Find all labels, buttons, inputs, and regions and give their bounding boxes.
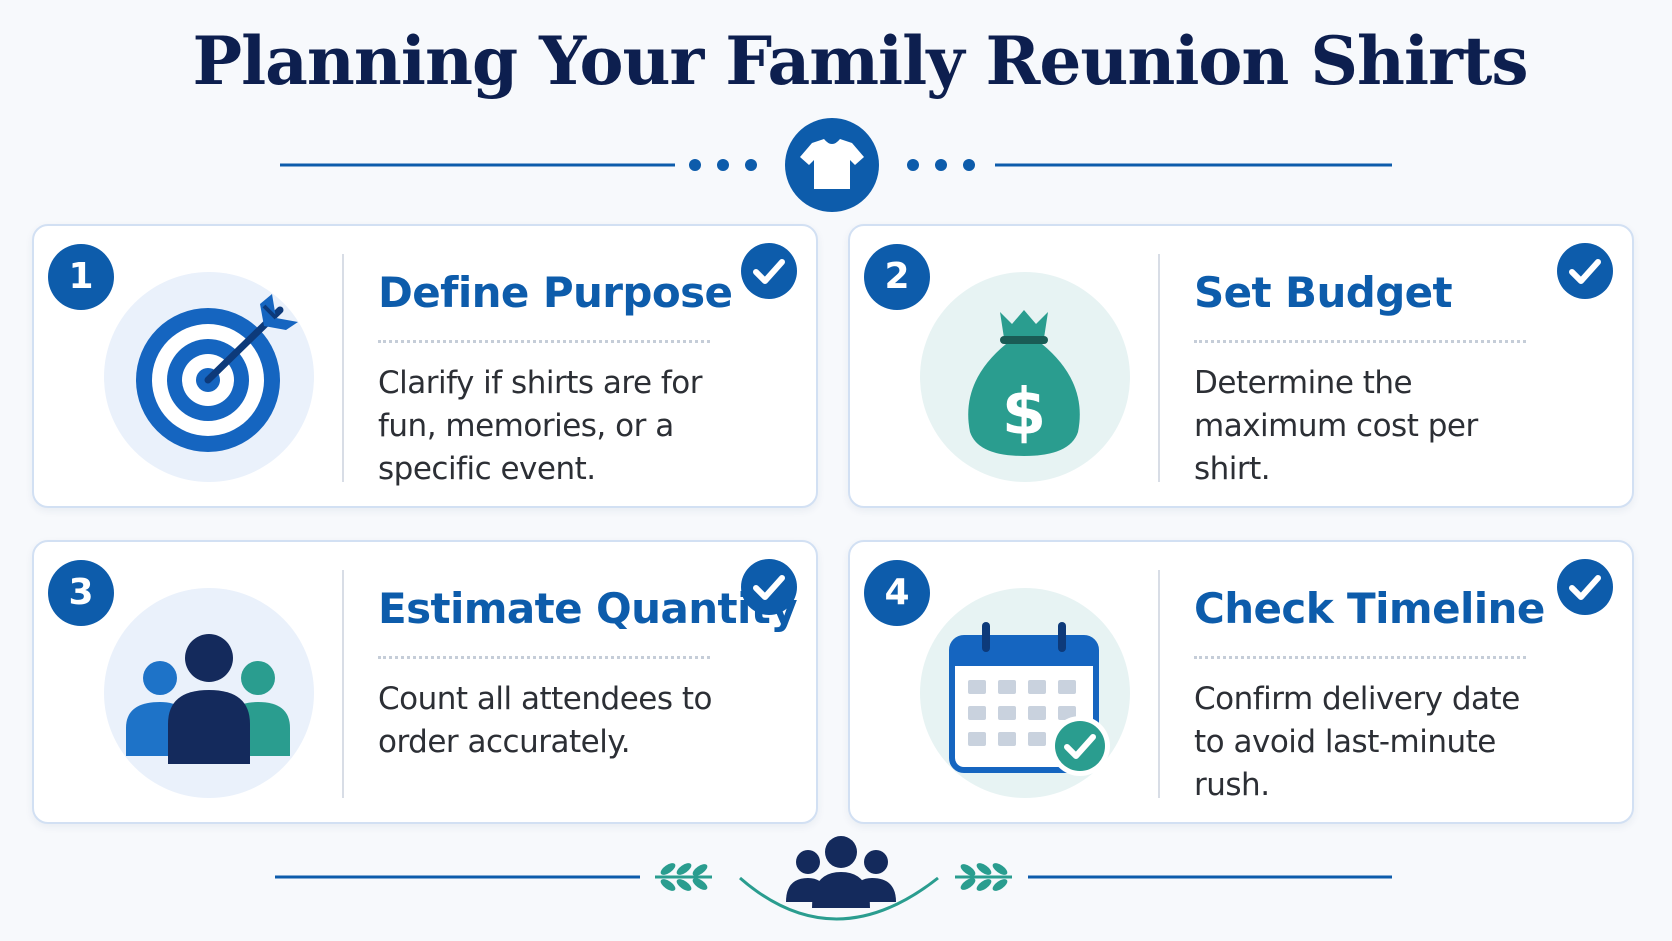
step-title: Check Timeline <box>1194 584 1545 633</box>
step-card-define-purpose: 1 Define Purpose Clarify if shirts are f… <box>32 224 818 508</box>
page-title: Planning Your Family Reunion Shirts <box>192 22 1528 100</box>
laurel-right-icon <box>955 863 1012 891</box>
dotted-divider <box>378 656 710 659</box>
header-divider <box>280 118 1392 212</box>
step-number-badge: 3 <box>48 560 114 626</box>
card-separator <box>342 570 344 798</box>
dotted-divider <box>1194 340 1526 343</box>
dotted-divider <box>1194 656 1526 659</box>
step-number-badge: 2 <box>864 244 930 310</box>
footer-divider <box>275 836 1392 921</box>
step-description: Determine the maximum cost per shirt. <box>1194 365 1478 487</box>
t-shirt-icon <box>785 118 879 212</box>
step-card-set-budget: 2 $ Set Budget Determine the maximum cos… <box>848 224 1634 508</box>
svg-text:$: $ <box>1002 376 1047 450</box>
step-card-estimate-quantity: 3 Estimate Quantity Count all attendees … <box>32 540 818 824</box>
card-separator <box>1158 254 1160 482</box>
checkmark-icon <box>1557 243 1613 299</box>
family-group-icon <box>786 836 896 908</box>
step-description: Confirm delivery date to avoid last-minu… <box>1194 681 1520 803</box>
checkmark-icon <box>741 243 797 299</box>
dotted-divider <box>378 340 710 343</box>
step-number-badge: 4 <box>864 560 930 626</box>
laurel-left-icon <box>655 863 712 891</box>
checkmark-icon <box>1557 559 1613 615</box>
card-separator <box>342 254 344 482</box>
step-number-badge: 1 <box>48 244 114 310</box>
card-separator <box>1158 570 1160 798</box>
money-bag-icon: $ <box>920 272 1130 482</box>
checkmark-icon <box>741 559 797 615</box>
people-group-icon <box>104 588 314 798</box>
calendar-check-icon <box>920 588 1130 798</box>
step-description: Count all attendees to order accurately. <box>378 681 712 760</box>
step-description: Clarify if shirts are for fun, memories,… <box>378 365 703 487</box>
step-title: Define Purpose <box>378 268 733 317</box>
step-title: Set Budget <box>1194 268 1453 317</box>
step-title: Estimate Quantity <box>378 584 798 633</box>
target-arrow-icon <box>104 272 314 482</box>
step-card-check-timeline: 4 Check Timeline Confirm delivery date t… <box>848 540 1634 824</box>
